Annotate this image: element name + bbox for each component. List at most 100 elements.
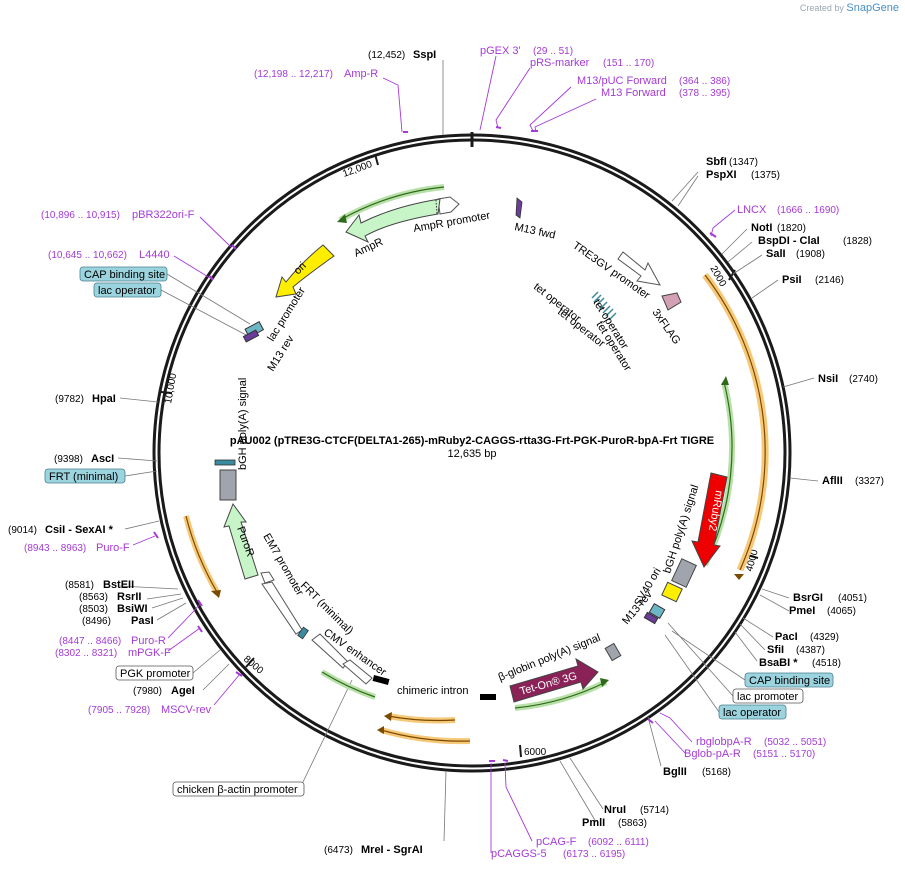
enzyme-hpai-pos: (9782): [55, 394, 84, 405]
enzyme-rsrii: RsrII: [117, 591, 141, 603]
enzyme-nrui: NruI: [604, 804, 626, 816]
primer-m13-puc-fwd-range: (364 .. 386): [679, 76, 730, 87]
label-chicken-beta-actin-promoter: chicken β-actin promoter: [172, 679, 353, 797]
label-cap-binding-site-left: CAP binding site: [79, 266, 251, 325]
enzyme-hpai: HpaI: [92, 393, 116, 405]
svg-text:AmpR: AmpR: [352, 236, 385, 260]
enzyme-pspxi-pos: (1375): [751, 170, 780, 181]
enzyme-bsrgi-pos: (4051): [838, 593, 867, 604]
svg-text:3xFLAG: 3xFLAG: [650, 307, 683, 347]
svg-text:lac promoter: lac promoter: [737, 691, 798, 703]
primer-m13-puc-fwd: M13/pUC Forward: [577, 75, 667, 87]
coverage-arcs: [183, 184, 769, 745]
primer-lncx-range: (1666 .. 1690): [777, 205, 839, 216]
enzyme-bsabi-pos: (4518): [812, 658, 841, 669]
enzyme-asci-pos: (9398): [54, 454, 83, 465]
tick-10000: 10,000: [163, 372, 179, 404]
label-lac-operator-right: lac operator: [664, 634, 787, 720]
feature-lac-promoter-left: lac promoter M13 rev: [242, 285, 308, 374]
primer-bglob-pa-r-range: (5151 .. 5170): [753, 749, 815, 760]
primer-puro-r: Puro-R: [131, 635, 166, 647]
enzyme-agei: AgeI: [171, 685, 195, 697]
primer-amp-r: Amp-R: [344, 68, 378, 80]
primer-rbglobpa-r: rbglobpA-R: [696, 736, 752, 748]
enzyme-sali-pos: (1908): [796, 249, 825, 260]
enzyme-bsteii: BstEII: [103, 579, 134, 591]
enzyme-paci: PacI: [775, 631, 798, 643]
feature-tet-operators: tet operator tet operator tet operator t…: [531, 281, 633, 374]
enzyme-aflii: AflII: [822, 475, 843, 487]
primer-mpgk-f-range: (8302 .. 8321): [55, 648, 117, 659]
enzyme-bsabi: BsaBI *: [759, 657, 798, 669]
enzyme-csii-sexai-pos: (9014): [8, 525, 37, 536]
primer-l4440-range: (10,645 .. 10,662): [48, 250, 127, 261]
feature-bgh-left: bGH poly(A) signal: [214, 378, 249, 501]
enzyme-psii: PsiI: [782, 274, 802, 286]
label-cap-binding-site-right: CAP binding site: [671, 630, 834, 688]
enzyme-nsii-pos: (2740): [849, 374, 878, 385]
enzyme-pmli-pos: (5863): [618, 818, 647, 829]
enzyme-sbfi-pos: (1347): [729, 157, 758, 168]
enzyme-mrei-sgrai: MreI - SgrAI: [361, 844, 423, 856]
enzyme-noti-pos: (1820): [777, 223, 806, 234]
label-pgk-promoter: PGK promoter: [115, 649, 221, 681]
enzyme-bsiwi: BsiWI: [117, 603, 148, 615]
enzyme-pmei: PmeI: [789, 605, 815, 617]
svg-text:bGH poly(A) signal: bGH poly(A) signal: [237, 378, 249, 470]
primer-bglob-pa-r: Bglob-pA-R: [684, 748, 741, 760]
feature-ori: ori: [275, 244, 335, 298]
enzyme-csii-sexai: CsiI - SexAI *: [45, 524, 114, 536]
svg-text:lac operator: lac operator: [723, 707, 781, 719]
enzyme-leaders: [117, 60, 819, 842]
feature-chimeric-intron: chimeric intron: [372, 675, 496, 700]
plasmid-length: 12,635 bp: [448, 448, 497, 460]
enzyme-bsiwi-pos: (8503): [79, 604, 108, 615]
enzyme-paci-pos: (4329): [810, 632, 839, 643]
feature-puror: PuroR: [223, 502, 259, 580]
primer-labels: (12,198 .. 12,217) Amp-R pGEX 3' (29 .. …: [24, 45, 839, 860]
feature-mruby2: mRuby2: [691, 472, 728, 568]
primer-leaders: [132, 55, 736, 853]
primer-rbglobpa-r-range: (5032 .. 5051): [764, 737, 826, 748]
primer-prs-marker-range: (151 .. 170): [603, 58, 654, 69]
label-lac-operator-left: lac operator: [93, 282, 249, 337]
enzyme-bspdi-clai-pos: (1828): [843, 236, 872, 247]
boxed-labels: CAP binding site lac operator FRT (minim…: [44, 266, 834, 797]
svg-text:FRT (minimal): FRT (minimal): [49, 471, 118, 483]
label-frt-minimal: FRT (minimal): [44, 468, 158, 484]
tick-6000: 6000: [524, 747, 547, 758]
primer-pgex3-range: (29 .. 51): [533, 46, 573, 57]
primer-mscv-rev: MSCV-rev: [161, 704, 212, 716]
feature-bgh-right: bGH poly(A) signal: [661, 483, 701, 588]
enzyme-agei-pos: (7980): [133, 686, 162, 697]
feature-3xflag: 3xFLAG: [650, 292, 683, 347]
primer-prs-marker: pRS-marker: [530, 57, 590, 69]
primer-pcag-f: pCAG-F: [536, 836, 577, 848]
enzyme-bsrgi: BsrGI: [793, 592, 823, 604]
plasmid-title: pAU002 (pTRE3G-CTCF(DELTA1-265)-mRuby2-C…: [230, 435, 714, 447]
enzyme-sbfi: SbfI: [706, 156, 727, 168]
enzyme-nrui-pos: (5714): [640, 805, 669, 816]
primer-pgex3: pGEX 3': [480, 45, 521, 57]
primer-pbr322ori-f-range: (10,896 .. 10,915): [41, 210, 120, 221]
svg-text:PGK promoter: PGK promoter: [120, 668, 191, 680]
enzyme-pasi-pos: (8496): [82, 616, 111, 627]
snapgene-branding: Created by SnapGene: [800, 2, 899, 14]
feature-lac-right: M13 rev: [620, 588, 666, 627]
primer-lncx: LNCX: [737, 204, 767, 216]
primer-l4440: L4440: [139, 249, 170, 261]
enzyme-noti: NotI: [751, 222, 772, 234]
enzyme-rsrii-pos: (8563): [79, 592, 108, 603]
svg-text:CAP binding site: CAP binding site: [84, 269, 165, 281]
svg-text:CAP binding site: CAP binding site: [749, 675, 830, 687]
primer-puro-f-range: (8943 .. 8963): [24, 543, 86, 554]
primer-mscv-rev-range: (7905 .. 7928): [88, 705, 150, 716]
enzyme-pspxi: PspXI: [706, 169, 737, 181]
enzyme-mrei-sgrai-pos: (6473): [324, 845, 353, 856]
enzyme-sfii-pos: (4387): [796, 645, 825, 656]
svg-text:lac operator: lac operator: [98, 285, 156, 297]
primer-pcag-f-range: (6092 .. 6111): [588, 837, 649, 848]
enzyme-sspi: SspI: [413, 49, 436, 61]
feature-m13-fwd: M13 fwd: [513, 197, 557, 242]
enzyme-bsteii-pos: (8581): [65, 580, 94, 591]
